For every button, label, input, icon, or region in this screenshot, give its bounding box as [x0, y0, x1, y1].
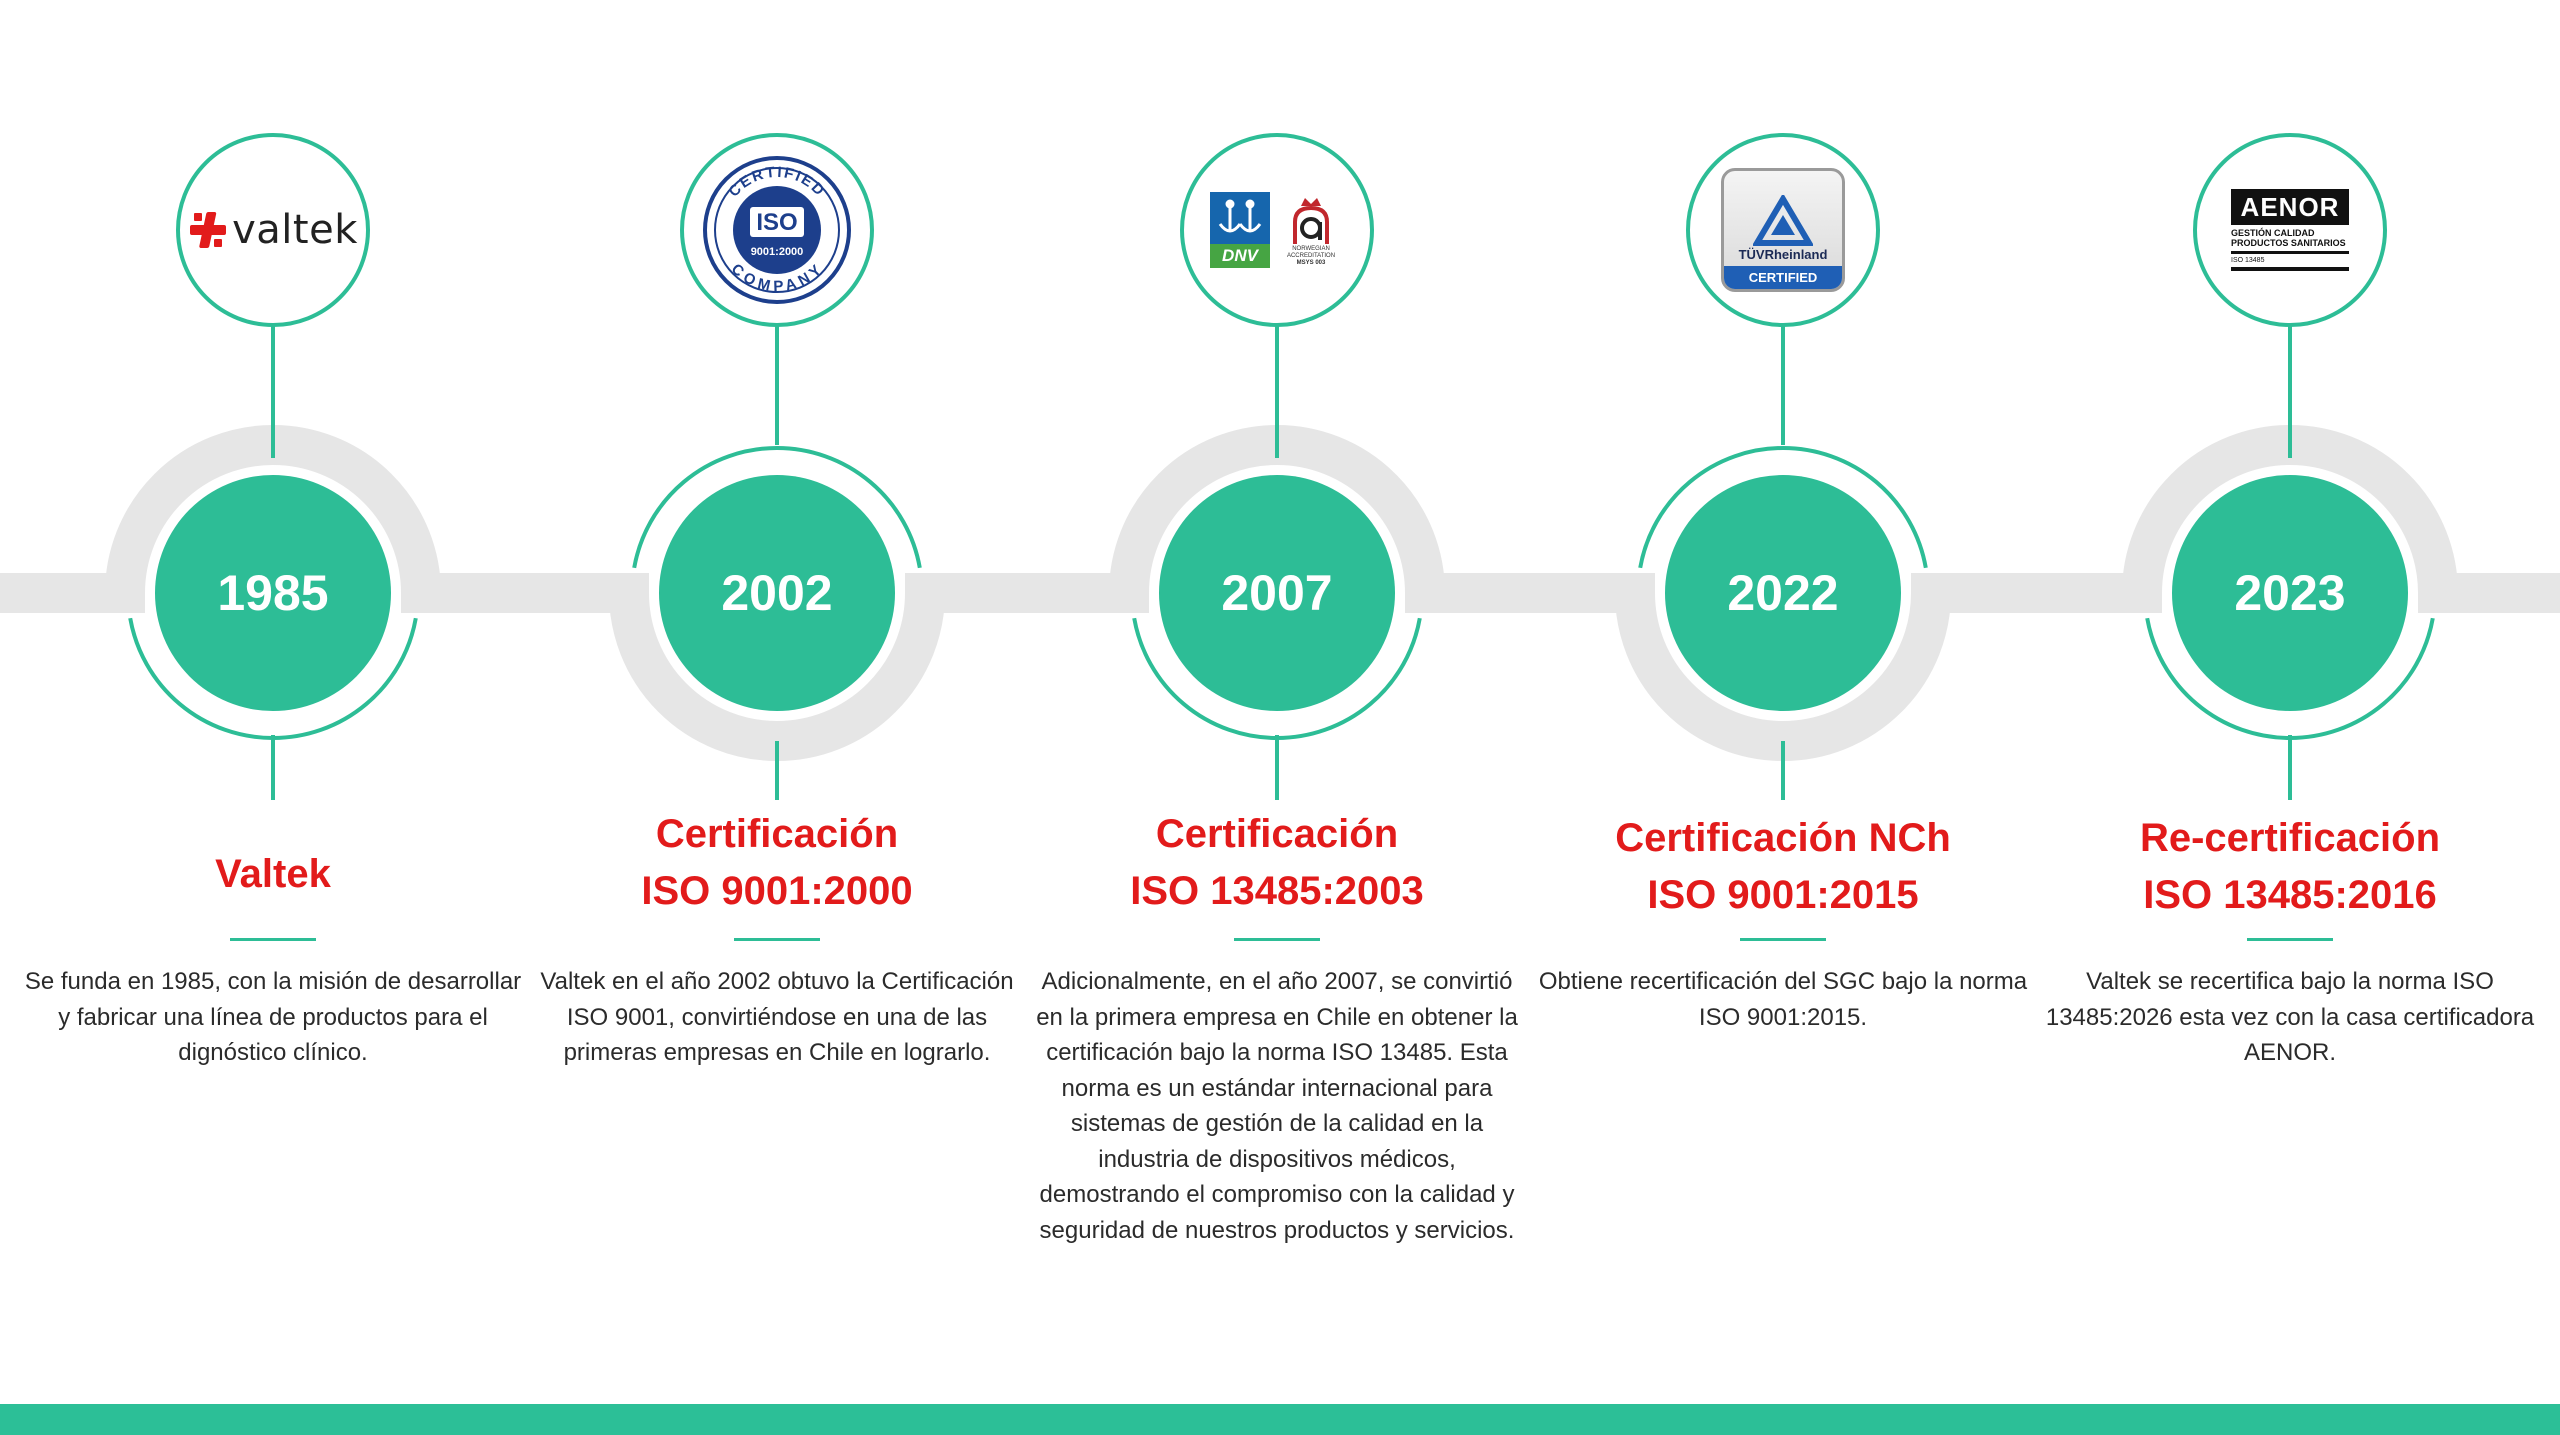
valtek-wordmark: valtek: [232, 207, 358, 253]
tuv-triangle-icon: [1753, 195, 1813, 246]
milestone-description: Adicionalmente, en el año 2007, se convi…: [1036, 968, 1518, 1244]
logo-circle: [1180, 133, 1374, 327]
crown-a-icon: [1293, 198, 1329, 244]
tuv-rheinland-certified-logo: TÜVRheinland CERTIFIED: [1693, 140, 1873, 320]
milestone-description: Obtiene recertificación del SGC bajo la …: [1538, 968, 2028, 1031]
aenor-sub-text: GESTIÓN CALIDAD PRODUCTOS SANITARIOS: [2231, 228, 2346, 248]
year-disc: [2172, 475, 2408, 711]
title-line: ISO 13485:2003: [1130, 869, 1424, 913]
year-disc: [1159, 475, 1395, 711]
tuv-name-text: TÜVRheinland: [1738, 247, 1828, 262]
dnv-text: DNV: [1210, 244, 1270, 268]
iso-certified-company-seal: CERTIFIED COMPANY ISO 9001:2000: [687, 140, 867, 320]
milestone-description: Valtek se recertifica bajo la norma ISO …: [2045, 968, 2535, 1066]
title-line: Certificación: [1155, 812, 1399, 856]
title-underline: [230, 938, 316, 941]
dnv-norwegian-accreditation-logo: DNV NORWEGIAN ACCREDITATION MSYS 003: [1187, 140, 1367, 320]
aenor-code-text: ISO 13485: [2231, 257, 2265, 264]
title-underline: [734, 938, 820, 941]
milestone-description: Se funda en 1985, con la misión de desar…: [24, 968, 522, 1066]
ring-arc: [1638, 446, 1928, 569]
year-disc: [155, 475, 391, 711]
dnv-anchor-icon: [1218, 199, 1262, 233]
na-text: NORWEGIAN ACCREDITATION: [1286, 246, 1336, 259]
title-line: Certificación NCh: [1615, 816, 1951, 860]
year-label: 1985: [217, 565, 329, 621]
milestone-graphic-2007: [1132, 133, 1422, 941]
milestone-title: Valtek: [13, 846, 533, 903]
milestone-graphic-2023: [2145, 133, 2435, 941]
year-label: 2002: [721, 565, 833, 621]
year-label: 2007: [1221, 565, 1333, 621]
valtek-mark-icon: [190, 212, 227, 248]
aenor-logo: AENOR GESTIÓN CALIDAD PRODUCTOS SANITARI…: [2200, 140, 2380, 320]
seal-main-text: ISO: [756, 209, 797, 236]
title-line: Certificación: [655, 812, 899, 856]
logo-circle: [2193, 133, 2387, 327]
ring-arc: [128, 617, 418, 740]
title-line: ISO 9001:2015: [1647, 873, 1919, 917]
tuv-certified-text: CERTIFIED: [1724, 266, 1842, 289]
aenor-brand-text: AENOR: [2231, 189, 2349, 225]
valtek-logo: valtek: [183, 140, 363, 320]
ring-arc: [2145, 617, 2435, 740]
seal-code-text: 9001:2000: [751, 246, 804, 258]
title-underline: [1234, 938, 1320, 941]
title-underline: [2247, 938, 2333, 941]
milestone-graphic-1985: [128, 133, 418, 941]
na-code-text: MSYS 003: [1296, 260, 1326, 266]
milestone-description: Valtek en el año 2002 obtuvo la Certific…: [540, 968, 1014, 1066]
year-label: 2023: [2234, 565, 2346, 621]
title-underline: [1740, 938, 1826, 941]
ring-arc: [632, 446, 922, 569]
title-line: ISO 9001:2000: [641, 869, 913, 913]
year-disc: [1665, 475, 1901, 711]
title-line: Valtek: [215, 852, 331, 896]
iso-seal-icon: CERTIFIED COMPANY ISO 9001:2000: [703, 156, 851, 304]
ring-arc: [1132, 617, 1422, 740]
year-disc: [659, 475, 895, 711]
title-line: ISO 13485:2016: [2143, 873, 2437, 917]
year-label: 2022: [1727, 565, 1839, 621]
bottom-band: [0, 1404, 2560, 1435]
title-line: Re-certificación: [2139, 816, 2441, 860]
logo-circle: [176, 133, 370, 327]
